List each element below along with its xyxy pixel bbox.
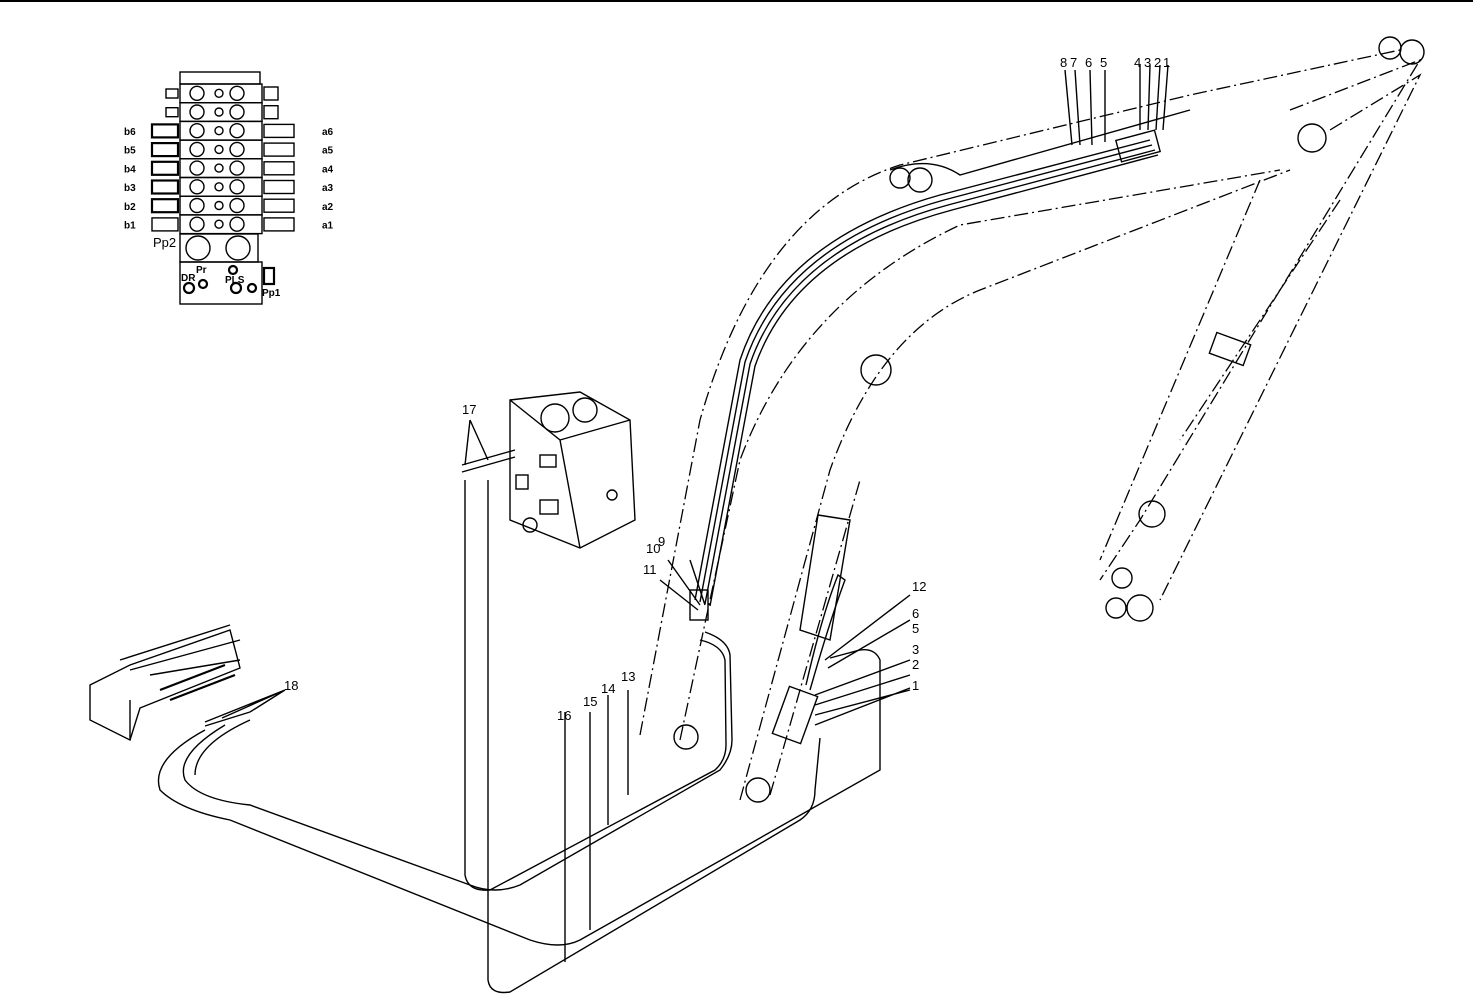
port-label-b3: b3 <box>124 183 136 194</box>
callout-6: 6 <box>1085 55 1092 70</box>
pr-label: Pr <box>196 265 207 276</box>
port-label-a3: a3 <box>322 183 334 194</box>
callout-14: 14 <box>601 681 615 696</box>
callout-16: 16 <box>557 708 571 723</box>
port-label-b2: b2 <box>124 202 136 213</box>
pipe-lines <box>157 480 881 994</box>
callout-1: 1 <box>912 678 919 693</box>
port-label-b1: b1 <box>124 221 136 232</box>
callout-5: 5 <box>912 621 919 636</box>
port-label-b5: b5 <box>124 146 136 157</box>
callout-6: 6 <box>912 606 919 621</box>
control-valve-inset: Pp2 Pr DR PLS Pp1 b6 b5 b4 b3 b2 b1 a6 a5 a4 a3 a2… <box>124 71 334 305</box>
port-label-b6: b6 <box>124 127 136 138</box>
arm <box>1099 36 1425 622</box>
callout-10: 10 <box>646 541 660 556</box>
port-label-a2: a2 <box>322 202 334 213</box>
callout-9: 9 <box>658 534 665 549</box>
port-label-b4: b4 <box>124 164 136 175</box>
pls-label: PLS <box>225 275 245 286</box>
boom-hoses <box>689 129 1162 621</box>
callout-13: 13 <box>621 669 635 684</box>
callout-3: 3 <box>912 642 919 657</box>
callout-8: 8 <box>1060 55 1067 70</box>
hydraulic-tank <box>461 391 636 549</box>
callout-leaders <box>204 64 1169 962</box>
callout-2: 2 <box>1154 55 1161 70</box>
callout-15: 15 <box>583 694 597 709</box>
port-label-a1: a1 <box>322 221 334 232</box>
callout-4: 4 <box>1134 55 1141 70</box>
callout-3: 3 <box>1144 55 1151 70</box>
pp2-label: Pp2 <box>153 235 176 250</box>
port-label-a5: a5 <box>322 146 334 157</box>
callout-5: 5 <box>1100 55 1107 70</box>
top-border <box>0 0 1473 2</box>
port-label-a6: a6 <box>322 127 334 138</box>
boom <box>639 49 1401 803</box>
dr-label: DR <box>181 273 196 284</box>
pp1-label: Pp1 <box>262 288 281 299</box>
callout-2: 2 <box>912 657 919 672</box>
main-control-valve <box>89 624 241 741</box>
callout-1: 1 <box>1163 55 1170 70</box>
callout-18: 18 <box>284 678 298 693</box>
callout-11: 11 <box>643 562 657 577</box>
callout-12: 12 <box>912 579 926 594</box>
callout-7: 7 <box>1070 55 1077 70</box>
port-label-a4: a4 <box>322 164 334 175</box>
callout-17: 17 <box>462 402 476 417</box>
